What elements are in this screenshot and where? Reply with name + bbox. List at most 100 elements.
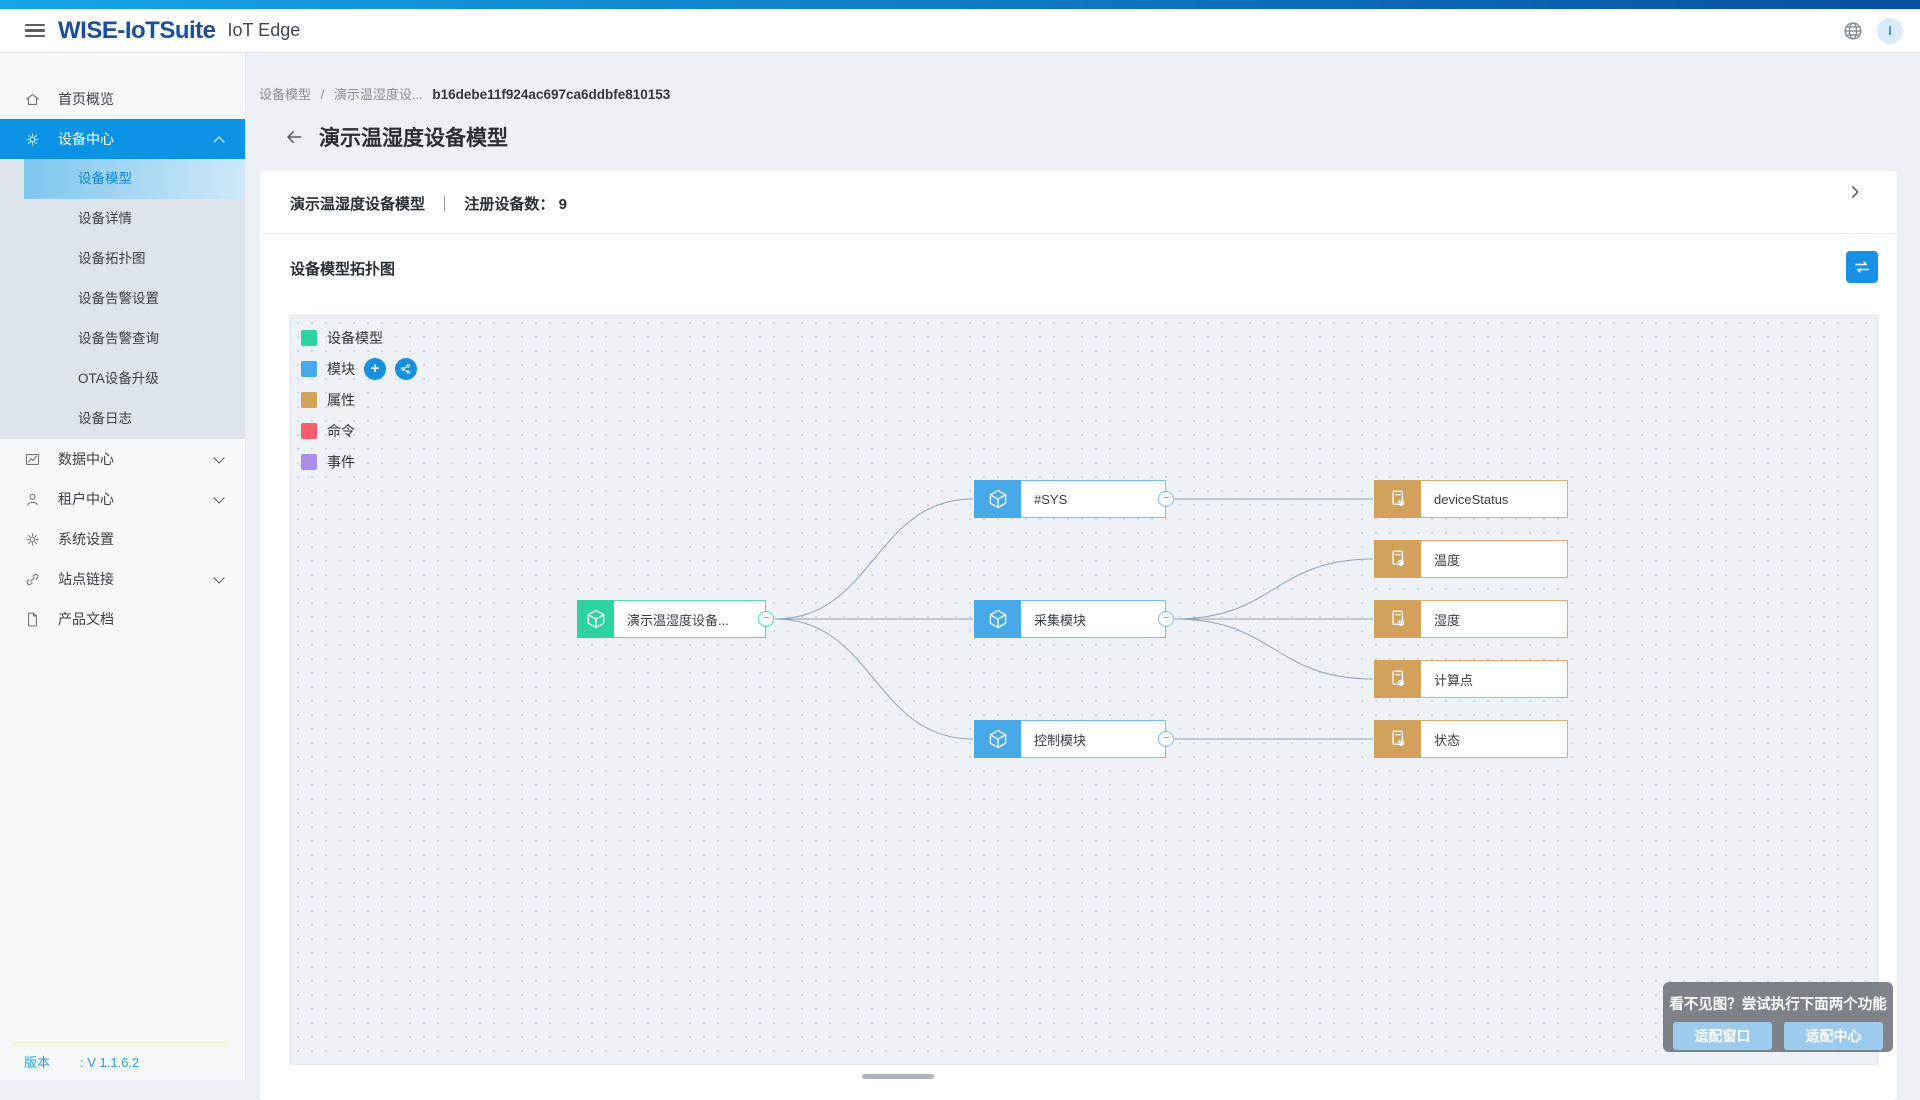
chart-icon-svg [25, 453, 40, 465]
node-icon-svg [989, 489, 1006, 509]
node-temperature[interactable]: 温度 [1374, 540, 1568, 578]
attribute-icon [1374, 600, 1421, 638]
node-calc-point[interactable]: 计算点 [1374, 660, 1568, 698]
attribute-icon [1374, 480, 1421, 518]
topology-legend: 设备模型模块+属性命令事件 [301, 322, 417, 477]
node-icon-svg [989, 729, 1006, 749]
model-name: 演示温湿度设备模型 [290, 196, 426, 213]
edge-collect-temperature [1174, 558, 1374, 620]
version-info: 版本: V 1.1.6.2 [24, 1052, 139, 1071]
fit-window-button[interactable]: 适配窗口 [1673, 1022, 1772, 1050]
sidebar: 首页概览设备中心设备模型设备详情设备拓扑图设备告警设置设备告警查询 OTA设备升级… [0, 53, 246, 1080]
back-arrow-icon [287, 131, 302, 143]
node-label: #SYS [1021, 480, 1166, 518]
home-icon-svg [26, 93, 39, 105]
language-globe-button[interactable] [1842, 20, 1864, 42]
sidebar-item-label: 产品文档 [58, 611, 114, 627]
node-deviceStatus[interactable]: deviceStatus [1374, 480, 1568, 518]
legend-label: 属性 [327, 391, 355, 408]
node-collect[interactable]: 采集模块− [974, 600, 1174, 638]
node-sys[interactable]: #SYS− [974, 480, 1174, 518]
cube-icon [577, 600, 614, 638]
node-control[interactable]: 控制模块− [974, 720, 1174, 758]
back-button[interactable] [284, 127, 304, 147]
sidebar-subitem-ota-upgrade[interactable]: OTA设备升级 [78, 371, 159, 386]
brand-gradient-bar [0, 0, 1920, 9]
sidebar-subitem-device-alarm-query[interactable]: 设备告警查询 [78, 331, 159, 346]
sidebar-subitem-device-model[interactable]: 设备模型 [24, 159, 245, 199]
registered-devices-label: 注册设备数： [464, 196, 555, 213]
legend-label: 命令 [327, 422, 355, 439]
sidebar-subitem-device-log[interactable]: 设备日志 [78, 411, 132, 426]
node-icon-svg [1391, 550, 1404, 566]
node-icon-svg [587, 609, 604, 629]
sidebar-subitem-device-topology[interactable]: 设备拓扑图 [78, 251, 146, 266]
user-icon [24, 491, 41, 508]
node-status[interactable]: 状态 [1374, 720, 1568, 758]
breadcrumb-device-model[interactable]: 设备模型 [259, 87, 312, 102]
legend-label: 事件 [327, 453, 355, 470]
legend-row-attribute: 属性 [301, 384, 417, 415]
topology-section-title: 设备模型拓扑图 [290, 261, 396, 278]
breadcrumb-model-id: b16debe11f924ac697ca6ddbfe810153 [432, 87, 671, 102]
chevron-up-icon [213, 136, 225, 148]
topology-canvas[interactable]: 设备模型模块+属性命令事件 看不见图？尝试执行下面两个功能 适配窗口 适配中心 … [290, 315, 1893, 1065]
brand-logo: WISE-IoTSuite [58, 16, 216, 44]
device-icon [24, 131, 41, 148]
sidebar-subitem-device-alarm-settings[interactable]: 设备告警设置 [78, 291, 159, 306]
expand-details-button[interactable] [1846, 183, 1864, 204]
edge-collect-calc-point [1174, 618, 1374, 680]
node-icon-svg [1391, 730, 1404, 746]
node-port[interactable]: − [1158, 611, 1174, 627]
node-port[interactable]: − [1158, 491, 1174, 507]
node-humidity[interactable]: 湿度 [1374, 600, 1568, 638]
node-port[interactable]: − [758, 611, 774, 627]
breadcrumb-current: 演示温湿度设... [333, 87, 423, 102]
add-module-button[interactable]: + [364, 357, 386, 380]
user-avatar[interactable]: I [1877, 17, 1903, 44]
sidebar-item-home[interactable]: 首页概览 [0, 79, 245, 119]
sidebar-item-label: 设备中心 [58, 131, 114, 147]
edge-root-control [774, 618, 974, 740]
attribute-icon [1374, 720, 1421, 758]
node-port[interactable]: − [1158, 731, 1174, 747]
node-label: 湿度 [1421, 600, 1568, 638]
doc-icon [24, 611, 41, 628]
page-title: 演示温湿度设备模型 [319, 127, 508, 150]
sidebar-item-label: 系统设置 [58, 531, 114, 547]
sidebar-item-device-center[interactable]: 设备中心 [0, 119, 245, 159]
user-icon-svg [27, 493, 38, 505]
product-name: IoT Edge [227, 20, 301, 40]
attribute-icon [1374, 540, 1421, 578]
attribute-icon [1374, 660, 1421, 698]
sidebar-item-tenant-center[interactable]: 租户中心 [0, 479, 245, 519]
sidebar-submenu: 设备模型设备详情设备拓扑图设备告警设置设备告警查询 OTA设备升级设备日志 [0, 159, 245, 439]
chart-icon [24, 451, 41, 468]
sidebar-subitem-device-detail[interactable]: 设备详情 [78, 211, 132, 226]
auto-layout-icon [400, 363, 411, 374]
horizontal-scrollbar-thumb[interactable] [862, 1074, 934, 1079]
breadcrumb: 设备模型 / 演示温湿度设... b16debe11f924ac697ca6dd… [259, 84, 670, 103]
sidebar-item-data-center[interactable]: 数据中心 [0, 439, 245, 479]
toggle-view-button[interactable] [1846, 251, 1878, 283]
sidebar-item-product-docs[interactable]: 产品文档 [0, 599, 245, 639]
link-icon-svg [26, 573, 39, 585]
model-card: 演示温湿度设备模型 ｜ 注册设备数： 9 设备模型拓扑图 设备模型模块+属性命令… [260, 171, 1897, 1100]
fit-helper-overlay: 看不见图？尝试执行下面两个功能 适配窗口 适配中心 [1663, 982, 1893, 1052]
auto-layout-button[interactable] [395, 357, 417, 380]
sidebar-item-label: 数据中心 [58, 451, 114, 467]
fit-center-button[interactable]: 适配中心 [1784, 1022, 1883, 1050]
node-root[interactable]: 演示温湿度设备...− [577, 600, 774, 638]
globe-icon [1844, 21, 1862, 40]
sidebar-item-system-settings[interactable]: 系统设置 [0, 519, 245, 559]
node-label: 温度 [1421, 540, 1568, 578]
edge-root-sys [774, 498, 974, 620]
sidebar-item-label: 租户中心 [58, 491, 114, 507]
menu-toggle-button[interactable] [25, 24, 45, 37]
node-label: 状态 [1421, 720, 1568, 758]
node-label: 演示温湿度设备... [614, 600, 766, 638]
sidebar-item-site-links[interactable]: 站点链接 [0, 559, 245, 599]
legend-swatch-module [301, 360, 317, 377]
node-label: 采集模块 [1021, 600, 1166, 638]
legend-swatch-command [301, 422, 317, 439]
